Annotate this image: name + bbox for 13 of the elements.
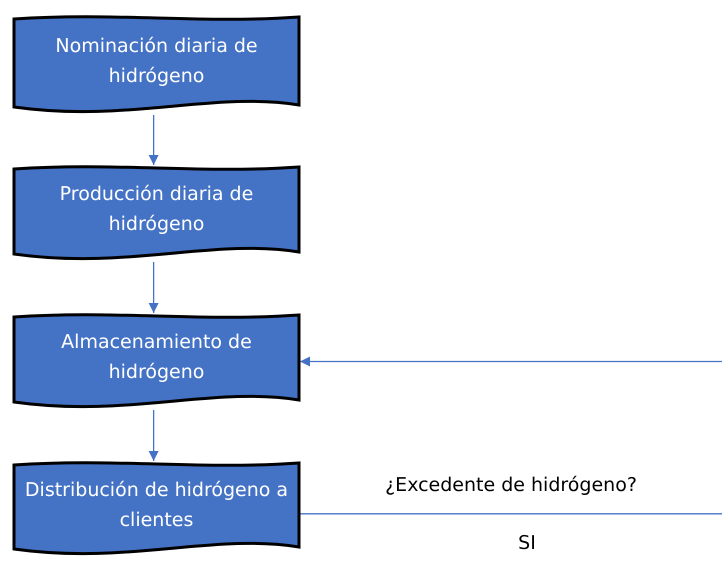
box-label: Almacenamiento de hidrógeno bbox=[60, 330, 253, 385]
arrow bbox=[148, 115, 159, 165]
box-label: Producción diaria de hidrógeno bbox=[58, 182, 254, 237]
process-box bbox=[13, 313, 300, 410]
arrow bbox=[300, 356, 722, 366]
edge-label: ¿Excedente de hidrógeno? bbox=[385, 474, 637, 496]
box-label: Nominación diaria de hidrógeno bbox=[54, 34, 259, 89]
arrow bbox=[148, 262, 159, 313]
process-box bbox=[13, 15, 300, 115]
arrow bbox=[148, 410, 159, 461]
process-box bbox=[13, 461, 300, 557]
box-label: Distribución de hidrógeno a clientes bbox=[24, 478, 290, 533]
process-box bbox=[13, 165, 300, 262]
